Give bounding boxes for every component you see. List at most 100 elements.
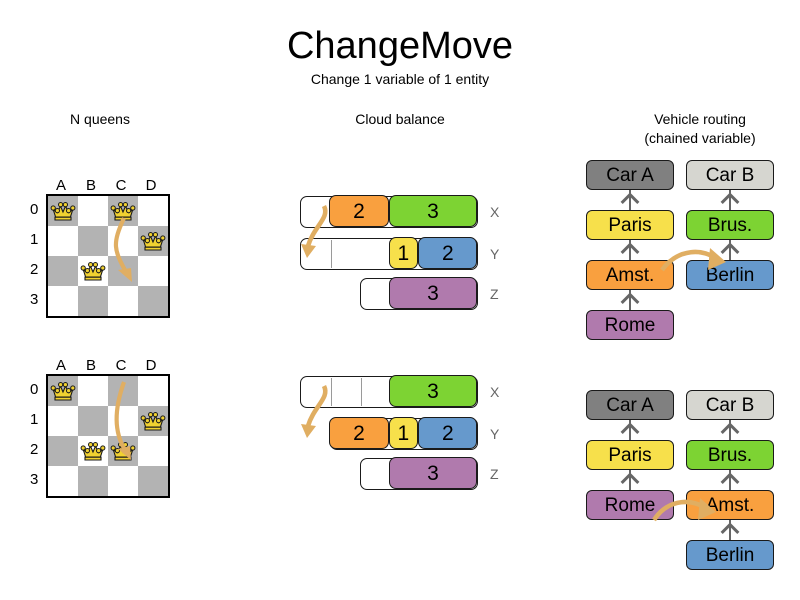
routing-node[interactable]: Rome [586, 490, 674, 520]
board-cell[interactable] [108, 196, 138, 226]
board-cell[interactable] [108, 436, 138, 466]
routing-node[interactable]: Brus. [686, 210, 774, 240]
routing-node[interactable]: Berlin [686, 260, 774, 290]
routing-node[interactable]: Brus. [686, 440, 774, 470]
routing-node-label: Car B [705, 164, 755, 186]
cloud-process-segment[interactable]: 1 [388, 417, 419, 450]
routing-node[interactable]: Rome [586, 310, 674, 340]
cloud-process-segment[interactable]: 1 [388, 237, 419, 270]
routing-link [728, 190, 732, 210]
board-column-label: A [55, 357, 66, 374]
board-cell[interactable] [78, 196, 108, 226]
routing-node-label: Paris [608, 444, 652, 466]
routing-node-label: Car A [606, 164, 654, 186]
routing-link [728, 470, 732, 490]
board-row-label: 1 [30, 411, 39, 428]
board-column-label: C [115, 357, 127, 374]
cloud-process-value: 3 [427, 199, 439, 223]
cloud-bar-label: Y [490, 246, 500, 262]
cloud-bar-divider [360, 378, 362, 406]
board-row-label: 3 [30, 291, 39, 308]
board-cell[interactable] [108, 256, 138, 286]
board-cell[interactable] [108, 376, 138, 406]
board-cell[interactable] [78, 226, 108, 256]
routing-node[interactable]: Car A [586, 390, 674, 420]
board-cell[interactable] [108, 406, 138, 436]
routing-link [728, 240, 732, 260]
board-cell[interactable] [138, 226, 168, 256]
cloud-process-segment[interactable]: 3 [388, 457, 478, 490]
cloud-process-value: 3 [427, 379, 439, 403]
cloud-computer-bar[interactable]: 3 [359, 277, 478, 310]
routing-link [628, 470, 632, 490]
routing-link [628, 290, 632, 310]
board-cell[interactable] [48, 256, 78, 286]
board-cell[interactable] [138, 406, 168, 436]
board-cell[interactable] [48, 226, 78, 256]
routing-title-line2: (chained variable) [644, 130, 756, 146]
cloud-computer-bar[interactable]: 3 [359, 457, 478, 490]
board-cell[interactable] [48, 406, 78, 436]
cloud-bar-row: 3 [359, 457, 478, 490]
board-cell[interactable] [48, 286, 78, 316]
board-row-label: 2 [30, 261, 39, 278]
board-cell[interactable] [78, 256, 108, 286]
cloud-process-value: 2 [441, 241, 454, 265]
board-cell[interactable] [138, 466, 168, 496]
board-cell[interactable] [78, 286, 108, 316]
cloud-process-segment[interactable]: 3 [388, 375, 478, 408]
board-cell[interactable] [108, 286, 138, 316]
routing-node[interactable]: Car B [686, 160, 774, 190]
routing-title-line1: Vehicle routing [654, 111, 746, 127]
board-row-label: 1 [30, 231, 39, 248]
board-cell[interactable] [138, 196, 168, 226]
cloud-computer-bar[interactable]: 3 [300, 375, 478, 408]
board-cell[interactable] [48, 376, 78, 406]
board-cell[interactable] [138, 286, 168, 316]
cloud-bar-divider [330, 240, 332, 268]
cloud-process-segment[interactable]: 2 [418, 417, 478, 450]
cloud-process-segment[interactable]: 2 [329, 195, 389, 228]
routing-link [628, 420, 632, 440]
board-row-label: 3 [30, 471, 39, 488]
board-cell[interactable] [108, 466, 138, 496]
routing-node[interactable]: Paris [586, 440, 674, 470]
routing-node[interactable]: Car B [686, 390, 774, 420]
board-cell[interactable] [48, 196, 78, 226]
board-cell[interactable] [138, 436, 168, 466]
board-cell[interactable] [78, 436, 108, 466]
cloud-process-segment[interactable]: 3 [388, 277, 478, 310]
board-cell[interactable] [48, 466, 78, 496]
board-cell[interactable] [78, 406, 108, 436]
cloud-process-segment[interactable]: 2 [418, 237, 478, 270]
cloud-bar-label: Z [490, 466, 499, 482]
routing-node[interactable]: Amst. [586, 260, 674, 290]
board-cell[interactable] [48, 436, 78, 466]
board-cell[interactable] [108, 226, 138, 256]
page-subtitle: Change 1 variable of 1 entity [310, 71, 490, 87]
cloud-bar-divider [330, 378, 332, 406]
routing-link [728, 420, 732, 440]
board-cell[interactable] [78, 466, 108, 496]
section-title-nqueens: N queens [70, 111, 130, 127]
cloud-process-segment[interactable]: 3 [388, 195, 478, 228]
routing-node[interactable]: Berlin [686, 540, 774, 570]
board-row-label: 0 [30, 381, 39, 398]
board-cell[interactable] [78, 376, 108, 406]
cloud-process-segment[interactable]: 2 [329, 417, 389, 450]
board-cell[interactable] [138, 376, 168, 406]
routing-node[interactable]: Amst. [686, 490, 774, 520]
board-cell[interactable] [138, 256, 168, 286]
board-column-label: B [85, 177, 96, 194]
board-column-label: D [145, 177, 157, 194]
routing-node[interactable]: Car A [586, 160, 674, 190]
routing-node-label: Car A [606, 394, 654, 416]
section-title-cloud-balance: Cloud balance [355, 111, 445, 127]
routing-node[interactable]: Paris [586, 210, 674, 240]
routing-node-label: Car B [705, 394, 755, 416]
